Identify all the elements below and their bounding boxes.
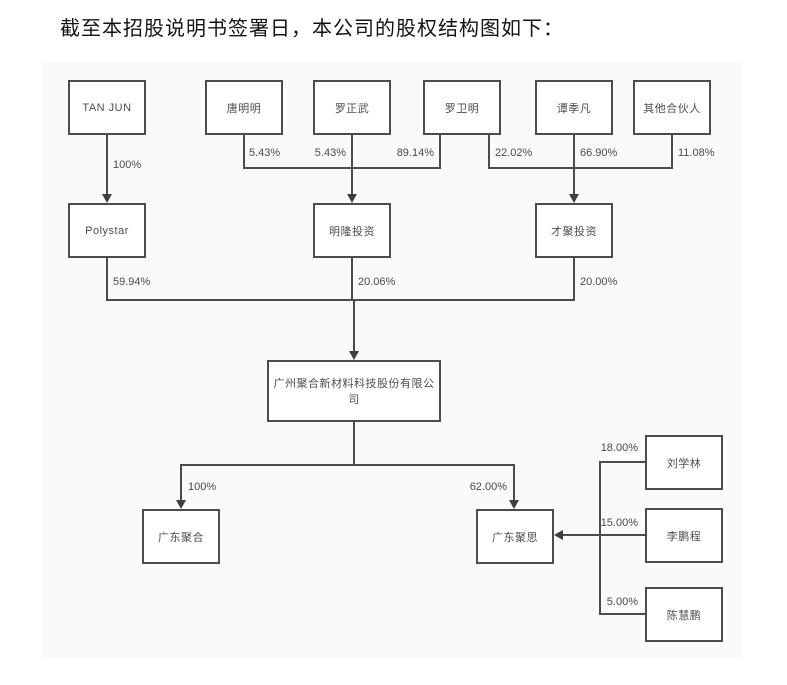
connector-line bbox=[353, 299, 355, 353]
edge-label: 5.00% bbox=[606, 596, 638, 608]
connector-line bbox=[243, 135, 245, 169]
connector-line bbox=[106, 135, 108, 195]
node-polystar: Polystar bbox=[68, 203, 146, 258]
edge-label: 20.06% bbox=[358, 276, 396, 288]
edge-label: 62.00% bbox=[469, 481, 507, 493]
edge-label: 89.14% bbox=[396, 147, 434, 159]
edge-label: 59.94% bbox=[113, 276, 151, 288]
node-issuer-company: 广州聚合新材料科技股份有限公司 bbox=[267, 360, 441, 422]
node-liu-xuelin: 刘学林 bbox=[645, 435, 723, 490]
arrowhead-down-icon bbox=[102, 194, 112, 203]
edge-label: 100% bbox=[113, 159, 142, 171]
node-luo-zhengwu: 罗正武 bbox=[313, 80, 391, 135]
equity-structure-diagram: TAN JUN 唐明明 罗正武 罗卫明 谭季凡 其他合伙人 Polystar 明… bbox=[42, 62, 742, 658]
arrowhead-left-icon bbox=[554, 530, 563, 540]
edge-label: 22.02% bbox=[495, 147, 533, 159]
node-chen-huipeng: 陈慧鹏 bbox=[645, 587, 723, 642]
node-label: 广东聚合 bbox=[158, 531, 204, 544]
connector-line bbox=[513, 464, 515, 502]
arrowhead-down-icon bbox=[347, 194, 357, 203]
connector-line bbox=[106, 299, 575, 301]
connector-line bbox=[180, 464, 515, 466]
edge-label: 66.90% bbox=[580, 147, 618, 159]
node-label: 罗正武 bbox=[334, 102, 370, 115]
node-label: 罗卫明 bbox=[444, 102, 480, 115]
node-minglong-investment: 明隆投资 bbox=[313, 203, 391, 258]
page-title: 截至本招股说明书签署日，本公司的股权结构图如下： bbox=[60, 18, 564, 40]
connector-line bbox=[573, 258, 575, 301]
connector-line bbox=[563, 534, 645, 536]
node-caiju-investment: 才聚投资 bbox=[535, 203, 613, 258]
node-guangdong-jusi: 广东聚思 bbox=[476, 509, 554, 564]
edge-label: 11.08% bbox=[678, 147, 715, 159]
connector-line bbox=[180, 464, 182, 502]
node-label: 广东聚思 bbox=[492, 531, 538, 544]
connector-line bbox=[439, 135, 441, 169]
arrowhead-down-icon bbox=[176, 500, 186, 509]
edge-label: 5.43% bbox=[249, 147, 281, 159]
node-label: 其他合伙人 bbox=[643, 102, 701, 115]
connector-line bbox=[671, 135, 673, 169]
connector-line bbox=[351, 167, 353, 196]
edge-label: 100% bbox=[188, 481, 217, 493]
arrowhead-down-icon bbox=[569, 194, 579, 203]
node-label: Polystar bbox=[85, 224, 129, 237]
edge-label: 18.00% bbox=[600, 442, 638, 454]
node-guangdong-juhe: 广东聚合 bbox=[142, 509, 220, 564]
edge-label: 20.00% bbox=[580, 276, 618, 288]
node-luo-weiming: 罗卫明 bbox=[423, 80, 501, 135]
connector-line bbox=[599, 461, 601, 615]
connector-line bbox=[600, 461, 645, 463]
connector-line bbox=[351, 258, 353, 301]
edge-label: 5.43% bbox=[314, 147, 346, 159]
node-label: 李鹏程 bbox=[666, 530, 702, 543]
connector-line bbox=[488, 135, 490, 169]
node-label: TAN JUN bbox=[82, 101, 132, 114]
node-label: 明隆投资 bbox=[329, 225, 375, 238]
arrowhead-down-icon bbox=[349, 351, 359, 360]
node-tang-mingming: 唐明明 bbox=[205, 80, 283, 135]
node-tan-jifan: 谭季凡 bbox=[535, 80, 613, 135]
connector-line bbox=[573, 135, 575, 169]
connector-line bbox=[488, 167, 673, 169]
connector-line bbox=[351, 135, 353, 169]
node-label: 谭季凡 bbox=[556, 102, 592, 115]
node-label: 刘学林 bbox=[666, 457, 702, 470]
node-label: 广州聚合新材料科技股份有限公司 bbox=[273, 378, 435, 406]
edge-label: 15.00% bbox=[600, 517, 638, 529]
connector-line bbox=[600, 613, 645, 615]
connector-line bbox=[573, 167, 575, 196]
node-li-pengcheng: 李鹏程 bbox=[645, 508, 723, 563]
node-label: 才聚投资 bbox=[551, 225, 597, 238]
arrowhead-down-icon bbox=[509, 500, 519, 509]
connector-line bbox=[243, 167, 441, 169]
connector-line bbox=[353, 422, 355, 466]
node-other-partners: 其他合伙人 bbox=[633, 80, 711, 135]
connector-line bbox=[106, 258, 108, 301]
node-label: 陈慧鹏 bbox=[666, 609, 702, 622]
node-label: 唐明明 bbox=[226, 102, 262, 115]
node-tan-jun: TAN JUN bbox=[68, 80, 146, 135]
